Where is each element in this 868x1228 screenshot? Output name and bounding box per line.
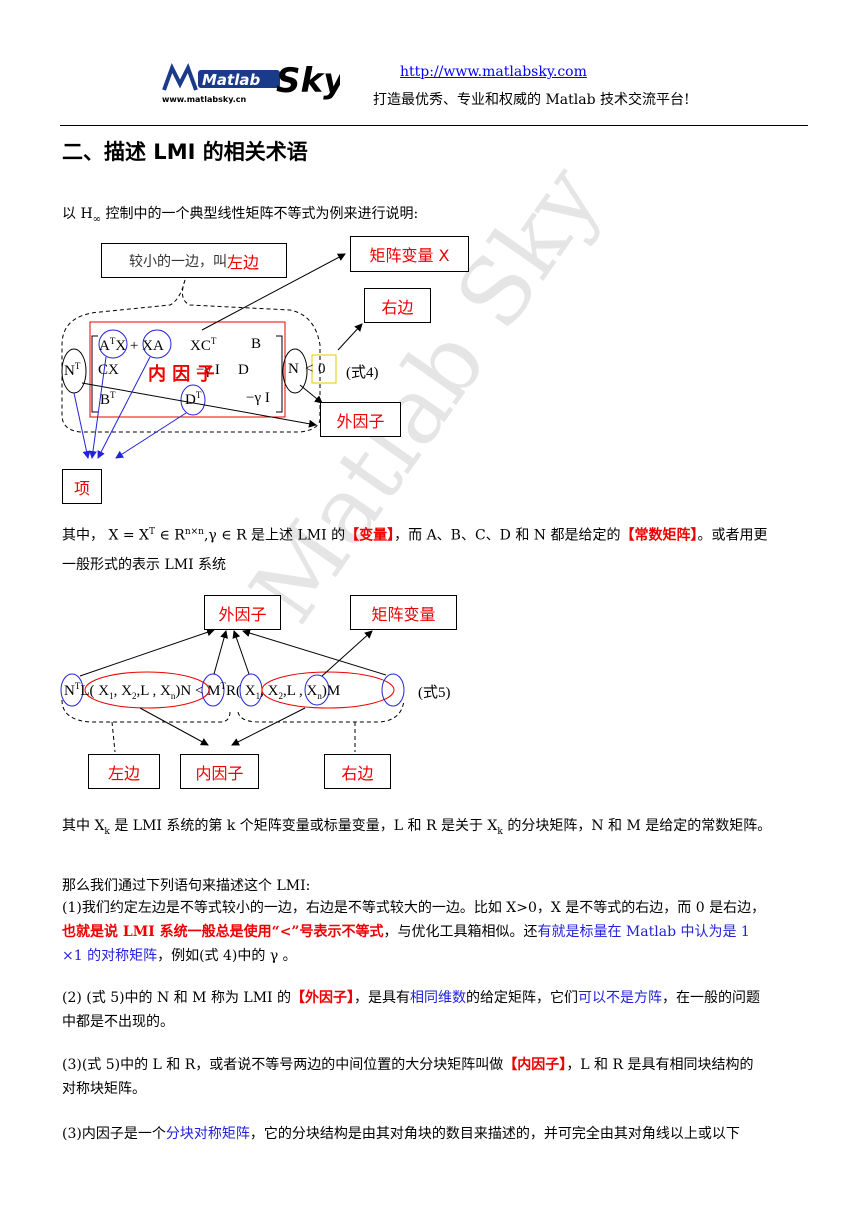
xk-description: 其中 Xk 是 LMI 系统的第 k 个矩阵变量或标量变量，L 和 R 是关于 …	[62, 818, 772, 837]
less-than-sign: <	[305, 361, 314, 377]
matrix-cell-r2c3: D	[238, 362, 249, 378]
box2-inner-factor: 内因子	[180, 754, 259, 789]
eq4-label: (式4)	[346, 365, 379, 381]
matrix-cell-r1c3: B	[251, 336, 262, 352]
header-divider	[60, 125, 808, 126]
lmi-general-expression: NTL( X1, X2,L , Xn)N < MTR( X1, X2,L , X…	[64, 681, 341, 701]
matrix-cell-r2c2: −γ I	[196, 362, 220, 378]
matrix-cell-r3c2: DT	[185, 390, 202, 408]
box-matrix-variable-x: 矩阵变量 X	[350, 236, 469, 272]
box-smaller-side: 较小的一边，叫左边	[101, 243, 287, 278]
header-url-link[interactable]: http://www.matlabsky.com	[400, 64, 587, 80]
svg-text:Matlab: Matlab	[202, 71, 260, 89]
header-slogan: 打造最优秀、专业和权威的 Matlab 技术交流平台!	[373, 92, 690, 108]
box-outer-factor: 外因子	[320, 402, 401, 437]
section-title: 二、描述 LMI 的相关术语	[62, 140, 308, 164]
left-n-transpose: NT	[64, 361, 81, 379]
box2-left-side: 左边	[88, 754, 160, 789]
describe-lmi-intro: 那么我们通过下列语句来描述这个 LMI:	[62, 878, 311, 894]
eq5-label: (式5)	[418, 685, 451, 701]
matrix-cell-r1c2: XCT	[190, 336, 217, 354]
logo-url-text: www.matlabsky.cn	[162, 95, 246, 104]
matrix-cell-r3c3: −γ I	[246, 390, 270, 406]
matlabsky-logo: Matlab Sky www.matlabsky.cn	[160, 58, 347, 106]
rule-3b: (3)内因子是一个分块对称矩阵，它的分块结构是由其对角块的数目来描述的，并可完全…	[62, 1126, 740, 1142]
rule-1: (1)我们约定左边是不等式较小的一边，右边是不等式较大的一边。比如 X>0，X …	[62, 900, 766, 964]
variable-description: 其中， X = XT ∈ Rn×n,γ ∈ R 是上述 LMI 的【变量】，而 …	[62, 527, 768, 544]
box-right-side: 右边	[364, 288, 431, 323]
right-n: N	[288, 361, 299, 377]
rule-2: (2) (式 5)中的 N 和 M 称为 LMI 的【外因子】，是具有相同维数的…	[62, 990, 761, 1030]
box2-matrix-variable: 矩阵变量	[350, 595, 457, 630]
svg-text:Sky: Sky	[276, 61, 340, 101]
matrix-cell-r2c1: CX	[98, 362, 119, 378]
matrix-cell-r1c1: ATX + XA	[99, 336, 164, 354]
rule-3: (3)(式 5)中的 L 和 R，或者说不等号两边的中间位置的大分块矩阵叫做【内…	[62, 1057, 754, 1097]
box2-right-side: 右边	[324, 754, 391, 789]
matrix-cell-r3c1: BT	[100, 390, 116, 408]
zero-value: 0	[318, 361, 326, 377]
intro-text: 以 H∞ 控制中的一个典型线性矩阵不等式为例来进行说明:	[62, 206, 419, 225]
inner-factor-label: 内 因 子	[148, 364, 215, 385]
box2-outer-factor: 外因子	[204, 595, 281, 630]
box-term: 项	[62, 469, 102, 504]
general-form-text: 一般形式的表示 LMI 系统	[62, 557, 227, 573]
